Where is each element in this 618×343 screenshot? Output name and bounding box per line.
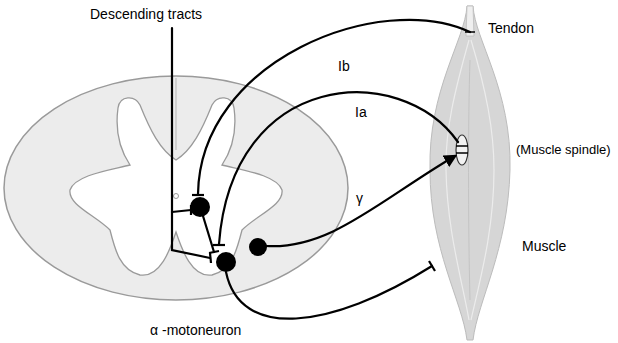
label-text: Ib xyxy=(338,58,350,74)
gamma-fibre xyxy=(266,156,455,246)
label-text: (Muscle spindle) xyxy=(516,142,611,158)
motor-endplate xyxy=(429,261,435,271)
terminal-bar xyxy=(210,253,211,263)
label-text: Descending tracts xyxy=(90,6,202,22)
muscle-striation xyxy=(446,40,469,320)
interneuron xyxy=(190,197,210,217)
spindle-band xyxy=(456,145,468,147)
label-text: Ia xyxy=(355,104,367,120)
descending-branch xyxy=(172,210,191,212)
label-text: Muscle xyxy=(522,238,566,254)
muscle-shape xyxy=(430,6,510,340)
muscle-spindle xyxy=(456,135,468,165)
muscle-striation xyxy=(469,60,471,300)
alpha-axon xyxy=(226,266,432,319)
gamma-motoneuron-body xyxy=(249,238,267,256)
central-canal xyxy=(174,194,179,199)
interneuron-axon xyxy=(203,216,214,252)
terminal-bar xyxy=(213,244,225,246)
muscle-striation xyxy=(471,40,494,320)
label-text: γ xyxy=(356,190,363,206)
spinal-cord xyxy=(4,76,348,300)
label-text: Tendon xyxy=(488,20,534,36)
terminal-bar xyxy=(209,251,219,253)
terminal-bar xyxy=(192,194,204,196)
median-fissure xyxy=(176,78,177,150)
label-text: α -motoneuron xyxy=(150,322,241,338)
ia-fibre xyxy=(219,92,458,244)
spindle-band xyxy=(456,152,468,154)
alpha-motoneuron-body xyxy=(216,252,236,272)
